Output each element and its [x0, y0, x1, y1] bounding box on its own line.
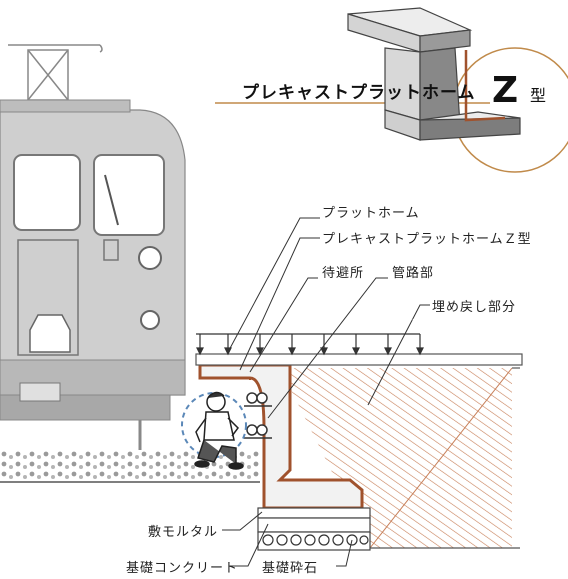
title-kata: 型: [530, 86, 547, 105]
conduit-pipes: [244, 392, 272, 439]
z-section: [198, 363, 364, 510]
label-platform: プラットホーム: [322, 206, 420, 221]
label-refuge: 待避所: [322, 266, 365, 281]
label-precast-z: プレキャストプラットホームＺ型: [322, 232, 532, 247]
train: [0, 44, 186, 450]
load-label: q = 5kN/m: [380, 318, 459, 333]
platform-deck: [195, 353, 523, 366]
z-block-3d: [347, 7, 521, 141]
crouching-person: [194, 391, 244, 470]
pantograph: [8, 44, 103, 110]
backfill-area: [280, 368, 512, 548]
leader-lines: [222, 217, 430, 567]
title-main: プレキャストプラットホーム: [242, 83, 476, 103]
title-z-letter: Z: [492, 70, 519, 111]
title-graphic: [215, 7, 568, 173]
label-conduit: 管路部: [392, 266, 435, 281]
label-foundation-concrete: 基礎コンクリート: [126, 561, 239, 576]
refuge-person-circle: [181, 392, 247, 458]
label-backfill: 埋め戻し部分: [432, 300, 517, 315]
foundation-stone: [257, 531, 371, 551]
mortar-layer: [257, 507, 371, 519]
label-foundation-stone: 基礎砕石: [262, 561, 319, 576]
load-arrows: [196, 333, 424, 356]
foundation-concrete: [257, 517, 371, 533]
track-ballast: [0, 450, 260, 482]
label-mortar: 敷モルタル: [148, 525, 219, 540]
